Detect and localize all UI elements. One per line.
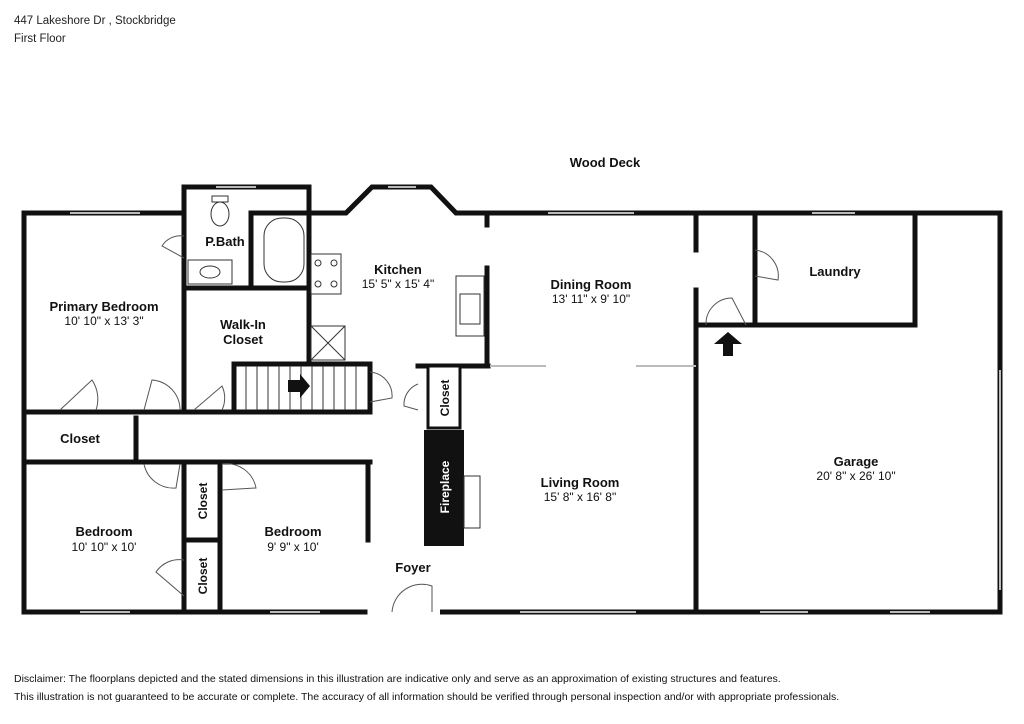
floor-label: First Floor bbox=[14, 33, 66, 45]
garage-dim: 20' 8" x 26' 10" bbox=[816, 469, 895, 483]
windows bbox=[70, 186, 1001, 613]
garage-label: Garage bbox=[834, 454, 879, 469]
kitchen-fixtures bbox=[310, 253, 485, 361]
dining-label: Dining Room bbox=[551, 277, 632, 292]
bedroom-1-dim: 10' 10" x 10' bbox=[72, 540, 137, 554]
closet-label: Closet bbox=[60, 431, 100, 446]
disclaimer-line-2: This illustration is not guaranteed to b… bbox=[14, 691, 840, 703]
bedroom-1-label: Bedroom bbox=[75, 524, 132, 539]
fireplace-block bbox=[424, 430, 464, 546]
property-address: 447 Lakeshore Dr , Stockbridge bbox=[14, 15, 176, 27]
walls bbox=[21, 184, 1003, 615]
hall-closet-box bbox=[426, 364, 462, 430]
disclaimer-line-1: Disclaimer: The floorplans depicted and … bbox=[14, 673, 781, 685]
wood-deck-label: Wood Deck bbox=[570, 155, 641, 170]
living-room-label: Living Room bbox=[541, 475, 620, 490]
bedroom-2-label: Bedroom bbox=[264, 524, 321, 539]
stairs-arrow-icon bbox=[288, 374, 310, 398]
hall-closet-label: Closet bbox=[438, 380, 452, 417]
foyer-label: Foyer bbox=[395, 560, 430, 575]
living-room-dim: 15' 8" x 16' 8" bbox=[544, 490, 616, 504]
door-swings bbox=[59, 235, 779, 613]
entry-arrow-icon bbox=[714, 332, 742, 356]
pbath-label: P.Bath bbox=[205, 234, 245, 249]
bedroom-2-dim: 9' 9" x 10' bbox=[267, 540, 319, 554]
bedroom-closet-label-1: Closet bbox=[196, 483, 210, 520]
kitchen-dim: 15' 5" x 15' 4" bbox=[362, 277, 434, 291]
bedroom-closet-label-2: Closet bbox=[196, 558, 210, 595]
dining-dim: 13' 11" x 9' 10" bbox=[552, 292, 630, 306]
fireplace-label: Fireplace bbox=[438, 460, 452, 513]
primary-bedroom-label: Primary Bedroom bbox=[49, 299, 158, 314]
kitchen-label: Kitchen bbox=[374, 262, 422, 277]
laundry-label: Laundry bbox=[809, 264, 861, 279]
walk-in-closet-label: Closet bbox=[223, 332, 263, 347]
primary-bedroom-dim: 10' 10" x 13' 3" bbox=[64, 314, 143, 328]
hearth bbox=[463, 475, 481, 529]
bath-fixtures bbox=[187, 195, 305, 285]
walk-in-label: Walk-In bbox=[220, 317, 266, 332]
